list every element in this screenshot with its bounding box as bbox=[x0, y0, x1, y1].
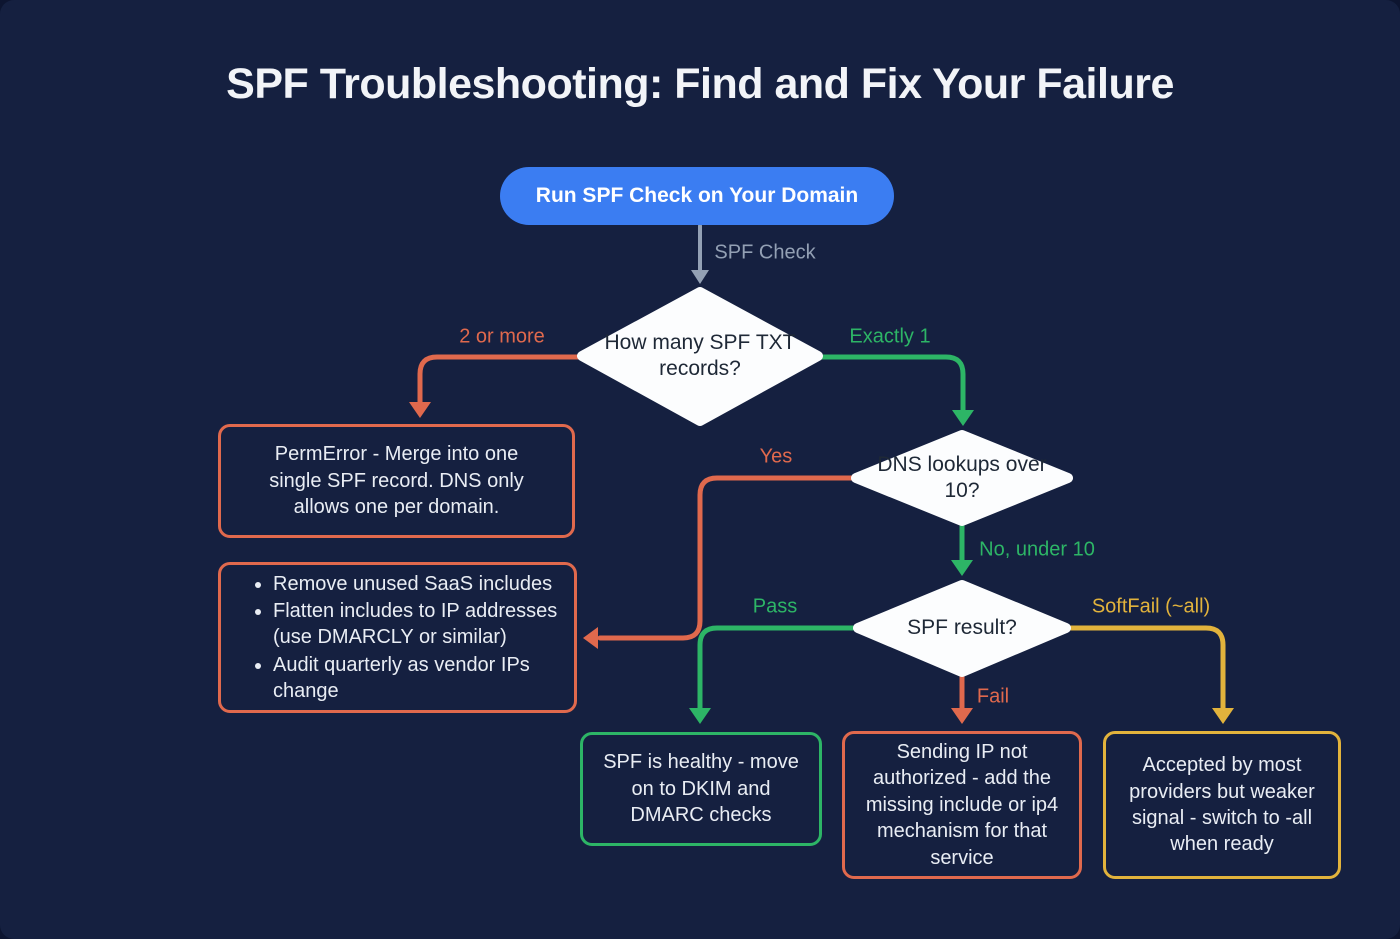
arrowhead-pass bbox=[689, 708, 711, 724]
softfail-box: Accepted by most providers but weaker si… bbox=[1103, 731, 1341, 879]
fail-fix-box: Sending IP not authorized - add the miss… bbox=[842, 731, 1082, 879]
permerror-text: PermError - Merge into one single SPF re… bbox=[269, 443, 524, 519]
edge-label-yes: Yes bbox=[759, 445, 793, 468]
edge-label-pass: Pass bbox=[752, 595, 798, 618]
spf-healthy-text: SPF is healthy - move on to DKIM and DMA… bbox=[603, 751, 799, 827]
arrowhead-spf-check bbox=[691, 270, 709, 284]
edge-yes bbox=[597, 475, 856, 641]
decision-result-label: SPF result? bbox=[907, 615, 1017, 639]
arrowhead-no-under-10 bbox=[951, 560, 973, 576]
decision-records-label: How many SPF TXT records? bbox=[604, 330, 796, 380]
list-item: Remove unused SaaS includes bbox=[273, 571, 560, 597]
edge-label-softfail: SoftFail (~all) bbox=[1091, 595, 1211, 618]
edge-two-or-more bbox=[417, 354, 582, 407]
optimize-list: Remove unused SaaS includes Flatten incl… bbox=[235, 570, 560, 706]
list-item: Flatten includes to IP addresses (use DM… bbox=[273, 598, 560, 651]
edge-exactly-one bbox=[818, 354, 966, 415]
edge-label-no-under-10: No, under 10 bbox=[979, 538, 1095, 561]
page-title: SPF Troubleshooting: Find and Fix Your F… bbox=[226, 60, 1174, 108]
arrowhead-two-or-more bbox=[409, 402, 431, 418]
run-spf-check-button[interactable]: Run SPF Check on Your Domain bbox=[500, 167, 894, 225]
spf-healthy-box: SPF is healthy - move on to DKIM and DMA… bbox=[580, 732, 822, 846]
arrowhead-yes bbox=[583, 627, 598, 649]
edge-label-two-or-more: 2 or more bbox=[459, 325, 545, 348]
list-item: Audit quarterly as vendor IPs change bbox=[273, 652, 560, 705]
arrowhead-fail bbox=[951, 708, 973, 724]
decision-lookups-label: DNS lookups over 10? bbox=[877, 452, 1047, 502]
edge-softfail bbox=[1066, 625, 1226, 713]
permerror-box: PermError - Merge into one single SPF re… bbox=[218, 424, 575, 538]
edge-label-spf-check: SPF Check bbox=[714, 241, 816, 264]
edge-pass bbox=[697, 625, 856, 713]
arrowhead-softfail bbox=[1212, 708, 1234, 724]
edge-label-fail: Fail bbox=[976, 685, 1010, 708]
optimize-lookups-box: Remove unused SaaS includes Flatten incl… bbox=[218, 562, 577, 713]
fail-fix-text: Sending IP not authorized - add the miss… bbox=[865, 741, 1059, 869]
edge-label-exactly-one: Exactly 1 bbox=[849, 325, 931, 348]
arrowhead-exactly-one bbox=[952, 410, 974, 426]
softfail-text: Accepted by most providers but weaker si… bbox=[1129, 754, 1315, 856]
